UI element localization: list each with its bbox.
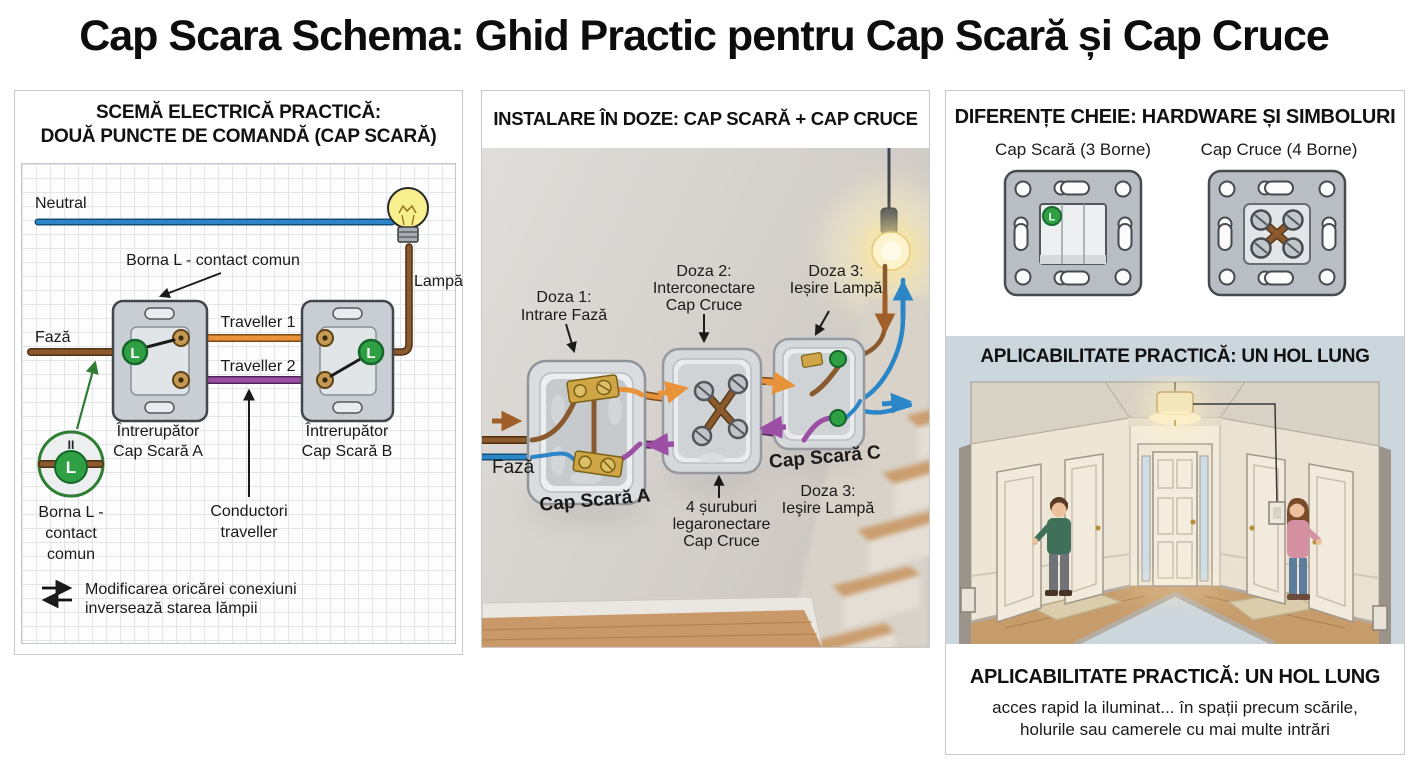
faza-mid-label: Fază xyxy=(492,457,535,478)
panel-differences: DIFERENȚE CHEIE: HARDWARE ȘI SIMBOLURI C… xyxy=(945,90,1405,755)
woman-figure xyxy=(1287,498,1322,600)
switch-a: L xyxy=(111,299,209,423)
detail-mark: II xyxy=(68,438,75,452)
doza3-bottom-label: Doza 3: Ieşire Lampă xyxy=(781,483,875,517)
hall-pendant-icon xyxy=(1120,376,1230,600)
arrow-purple-1 xyxy=(645,432,675,456)
conductori-label: Conductori traveller xyxy=(210,503,288,541)
lamp-bulb-icon xyxy=(387,187,429,243)
installation-drawing xyxy=(482,148,929,647)
arrow-orange-1 xyxy=(657,380,689,404)
junction-box-3 xyxy=(772,337,866,462)
doza1-label: Doza 1: Intrare Fază xyxy=(520,289,608,324)
switch-a-label: Întrerupător Cap Scară A xyxy=(113,423,203,460)
wall-switch-left xyxy=(960,587,976,613)
switch-b-label: Întrerupător Cap Scară B xyxy=(301,423,393,460)
borna-top-label: Borna L - contact comun xyxy=(126,252,300,269)
wall-switch-right xyxy=(1372,605,1388,631)
switch-b: L xyxy=(300,299,395,423)
faza-label: Fază xyxy=(35,329,71,346)
installation-photo xyxy=(482,148,929,647)
cap-scara-plate: L xyxy=(1003,169,1143,297)
arrow-purple-2 xyxy=(759,415,787,439)
doza3-pointer xyxy=(814,310,830,336)
arrow-out-right xyxy=(881,392,913,414)
hallway-illustration: APLICABILITATE PRACTICĂ: UN HOL LUNG xyxy=(946,336,1404,644)
pendant-lamp-icon xyxy=(861,148,921,281)
cap-scara-plate-label: Cap Scară (3 Borne) xyxy=(995,140,1151,159)
traveller2-label: Traveller 2 xyxy=(220,358,296,375)
borna-pointer-arrow xyxy=(158,272,222,298)
cruce-screws xyxy=(1250,209,1304,259)
note-label: Modificarea oricărei conexiuni inverseaz… xyxy=(85,581,297,617)
left-doors xyxy=(996,453,1104,624)
l-terminal-detail: II L xyxy=(37,430,105,498)
doza2-label: Doza 2: Interconectare Cap Cruce xyxy=(652,263,756,314)
junction-box-1 xyxy=(526,359,647,518)
swap-arrows-icon xyxy=(41,579,73,609)
right-doors xyxy=(1246,453,1354,624)
caption-text: acces rapid la iluminat... în spații pre… xyxy=(992,698,1358,739)
detail-pointer-arrow xyxy=(75,360,99,430)
l-terminal-a-label: L xyxy=(130,345,139,362)
doza1-pointer xyxy=(565,323,577,354)
wood-floor xyxy=(482,610,822,647)
differences-title: DIFERENȚE CHEIE: HARDWARE ȘI SIMBOLURI xyxy=(954,106,1396,128)
page-title: Cap Scara Schema: Ghid Practic pentru Ca… xyxy=(79,12,1330,60)
doza3-top-label: Doza 3: Ieșire Lampă xyxy=(789,263,883,297)
schematic-drawing: L L II L xyxy=(27,187,429,609)
cap-cruce-plate xyxy=(1207,169,1347,297)
switch-wire xyxy=(1193,403,1278,505)
hallway-drawing xyxy=(959,376,1391,644)
caption-title: APLICABILITATE PRACTICĂ: UN HOL LUNG xyxy=(969,666,1381,688)
l-terminal-detail-label: L xyxy=(66,458,76,477)
l-terminal-plate xyxy=(1042,206,1062,226)
front-door xyxy=(1137,443,1213,587)
installation-title: INSTALARE ÎN DOZE: CAP SCARĂ + CAP CRUCE xyxy=(493,108,918,129)
l-terminal-b xyxy=(357,338,385,366)
stairs xyxy=(787,298,929,647)
arrow-orange-2 xyxy=(765,371,796,395)
hol-title: APLICABILITATE PRACTICĂ: UN HOL LUNG xyxy=(980,346,1370,367)
man-figure xyxy=(1032,497,1072,596)
cross-screws xyxy=(691,373,749,447)
junction-box-2 xyxy=(661,347,763,487)
suruburi-label: 4 șuruburi legaronectare Cap Cruce xyxy=(672,499,771,550)
panel-schematic: SCEMĂ ELECTRICĂ PRACTICĂ: DOUĂ PUNCTE DE… xyxy=(14,90,463,655)
panel-installation: INSTALARE ÎN DOZE: CAP SCARĂ + CAP CRUCE xyxy=(481,90,930,648)
l-terminal-a xyxy=(121,338,149,366)
schematic-title: SCEMĂ ELECTRICĂ PRACTICĂ: DOUĂ PUNCTE DE… xyxy=(40,102,437,147)
l-terminal-b-label: L xyxy=(366,345,375,362)
l-terminal-plate-label: L xyxy=(1049,212,1056,224)
neutral-label: Neutral xyxy=(35,195,87,212)
borna-detail-label: Borna L - contact comun xyxy=(38,504,104,563)
cap-cruce-plate-label: Cap Cruce (4 Borne) xyxy=(1200,140,1358,159)
traveller1-label: Traveller 1 xyxy=(220,314,296,331)
lampa-label: Lampă xyxy=(414,273,463,290)
